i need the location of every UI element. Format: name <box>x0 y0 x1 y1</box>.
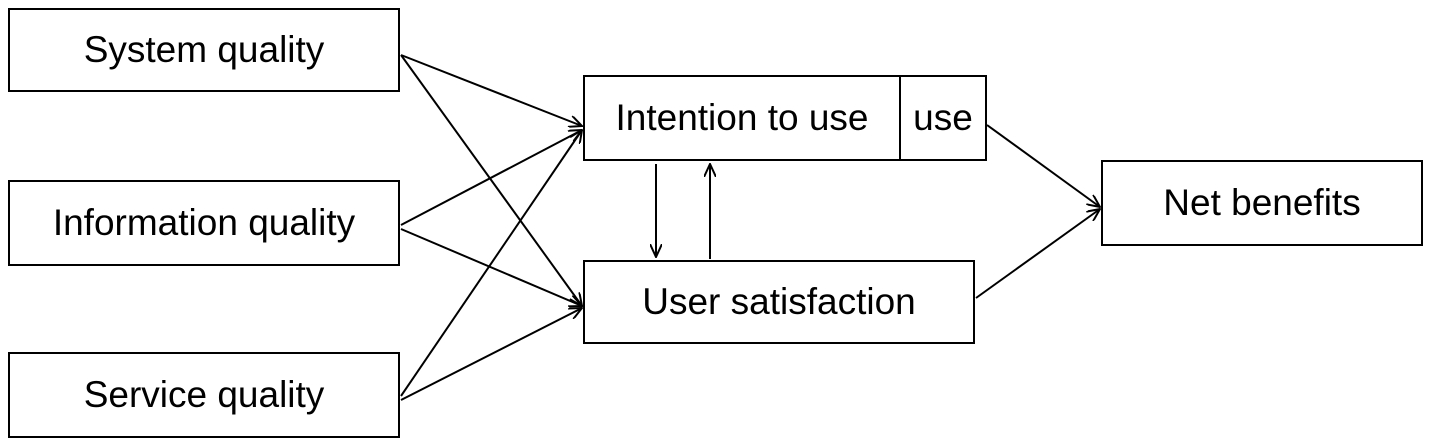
node-service-quality: Service quality <box>8 352 400 438</box>
node-label-service-quality: Service quality <box>83 374 325 415</box>
node-label-user-satisfaction: User satisfaction <box>642 281 916 322</box>
edge-information-to-intention <box>400 130 582 226</box>
node-label-information-quality: Information quality <box>52 202 356 243</box>
edge-satisfaction-to-net-benefits <box>975 209 1100 299</box>
node-system-quality: System quality <box>8 8 400 92</box>
node-intention-to-use: Intention to use use <box>583 75 987 161</box>
node-user-satisfaction: User satisfaction <box>583 260 975 344</box>
node-information-quality: Information quality <box>8 180 400 266</box>
node-net-benefits: Net benefits <box>1101 160 1423 246</box>
node-segment-intention: Intention to use <box>585 77 901 159</box>
node-label-use: use <box>913 97 973 138</box>
edge-service-to-intention <box>400 130 582 397</box>
node-label-intention-to-use: Intention to use <box>615 97 869 138</box>
node-segment-use: use <box>901 77 985 159</box>
node-label-system-quality: System quality <box>83 29 325 70</box>
edge-system-to-satisfaction <box>400 54 582 306</box>
edge-service-to-satisfaction <box>400 308 582 401</box>
edge-information-to-satisfaction <box>400 228 582 306</box>
node-label-net-benefits: Net benefits <box>1163 182 1361 223</box>
edge-system-to-intention <box>400 54 582 126</box>
edge-use-to-net-benefits <box>986 124 1100 207</box>
